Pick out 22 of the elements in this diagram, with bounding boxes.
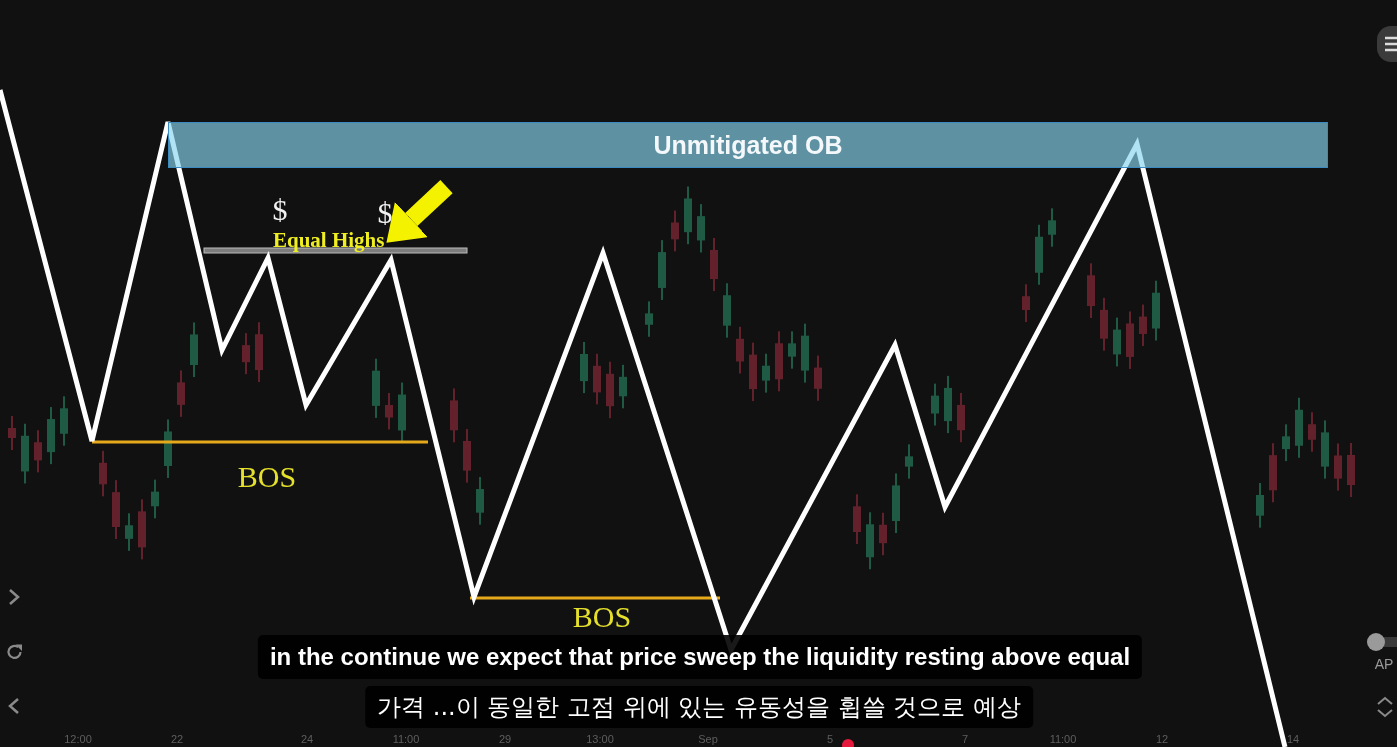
subtitle-caption: in the continue we expect that price sweep the liquidity resting above equal [257, 635, 1143, 679]
axis-tick-label: 14 [1286, 733, 1300, 745]
toggle-label: AP [1374, 656, 1394, 672]
axis-tick-label: 5 [826, 733, 834, 745]
arrow [386, 180, 453, 243]
axis-tick-label: 22 [170, 733, 184, 745]
bos-label: BOS [237, 460, 297, 494]
order-block-band: Unmitigated OB [168, 122, 1328, 168]
axis-tick-label: 24 [300, 733, 314, 745]
annotation-label: Equal Highs [273, 229, 385, 252]
axis-tick-label: 11:00 [1049, 733, 1077, 745]
axis-tick-label: 7 [961, 733, 969, 745]
dollar-sign-label: $ [377, 196, 393, 230]
axis-tick-label: Sep [698, 733, 718, 745]
subtitle-caption: 가격 ...이 동일한 고점 위에 있는 유동성을 휩쓸 것으로 예상 [365, 686, 1033, 728]
axis-tick-label: 12 [1155, 733, 1169, 745]
axis-tick-label: 12:00 [64, 733, 92, 745]
bos-label: BOS [572, 600, 632, 634]
dollar-sign-label: $ [272, 193, 288, 227]
axis-tick-label: 29 [498, 733, 512, 745]
axis-tick-label: 11:00 [392, 733, 420, 745]
axis-tick-label: 13:00 [586, 733, 614, 745]
